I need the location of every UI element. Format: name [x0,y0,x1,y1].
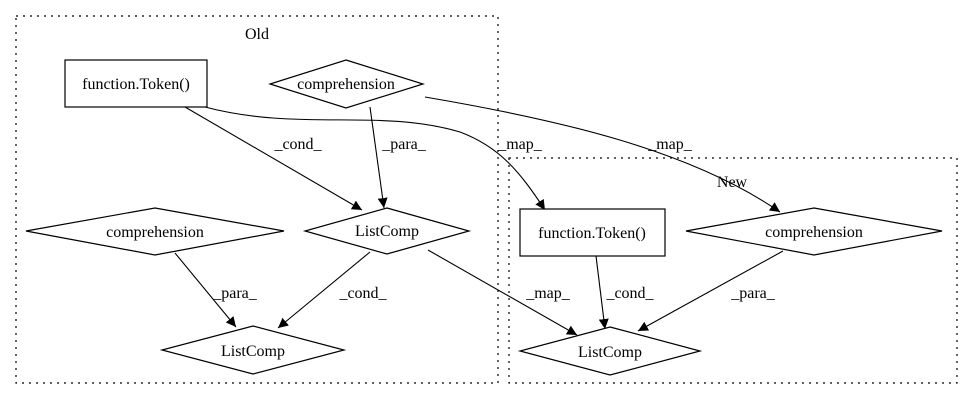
edge-label-cond: _cond_ [273,136,322,153]
node-new-listcomp-label: ListComp [578,344,642,361]
edge-old-token-to-old-listcomp: _cond_ [184,106,363,211]
edge-label-para: _para_ [381,136,427,153]
edge-old-comp-to-old-listcomp: _para_ [369,106,427,209]
node-old-comprehension-top-label: comprehension [297,76,395,93]
node-old-listcomp-bottom[interactable]: ListComp [159,325,347,375]
edge-label-map: _map_ [525,285,571,302]
edge-new-token-to-new-listcomp: _cond_ [595,255,655,330]
cluster-old-label: Old [245,26,269,43]
node-old-listcomp-mid-label: ListComp [355,223,419,240]
node-old-comprehension-top[interactable]: comprehension [268,59,426,109]
node-old-token-label: function.Token() [82,76,190,93]
edge-old-token-to-new-token: _map_ [204,106,546,211]
node-old-token[interactable]: function.Token() [64,59,208,108]
cluster-new: New [508,157,958,384]
edge-new-comp-to-new-listcomp: _para_ [637,250,784,332]
node-old-comprehension-left[interactable]: comprehension [25,207,285,256]
edge-old-comp-left-to-old-listcomp-bottom: _para_ [174,252,258,328]
edge-label-cond: _cond_ [338,285,387,302]
node-new-listcomp[interactable]: ListComp [517,326,703,376]
node-new-token[interactable]: function.Token() [519,208,666,257]
edge-label-cond: _cond_ [605,285,654,302]
edge-label-para: _para_ [730,285,776,302]
edge-label-map: _map_ [647,136,693,153]
cluster-old: Old [15,15,499,384]
node-new-comprehension[interactable]: comprehension [685,207,943,256]
edge-label-map: _map_ [497,136,543,153]
node-new-token-label: function.Token() [538,225,646,242]
node-old-listcomp-bottom-label: ListComp [221,343,285,360]
cluster-new-label: New [717,174,748,191]
edge-old-listcomp-to-old-listcomp-bottom: _cond_ [277,251,388,329]
edge-old-comp-to-new-comp: _map_ [424,96,781,213]
node-new-comprehension-label: comprehension [765,224,863,241]
edge-old-listcomp-to-new-listcomp: _map_ [427,249,578,336]
node-old-listcomp-mid[interactable]: ListComp [302,207,472,255]
node-old-comprehension-left-label: comprehension [106,224,204,241]
edge-label-para: _para_ [212,285,258,302]
